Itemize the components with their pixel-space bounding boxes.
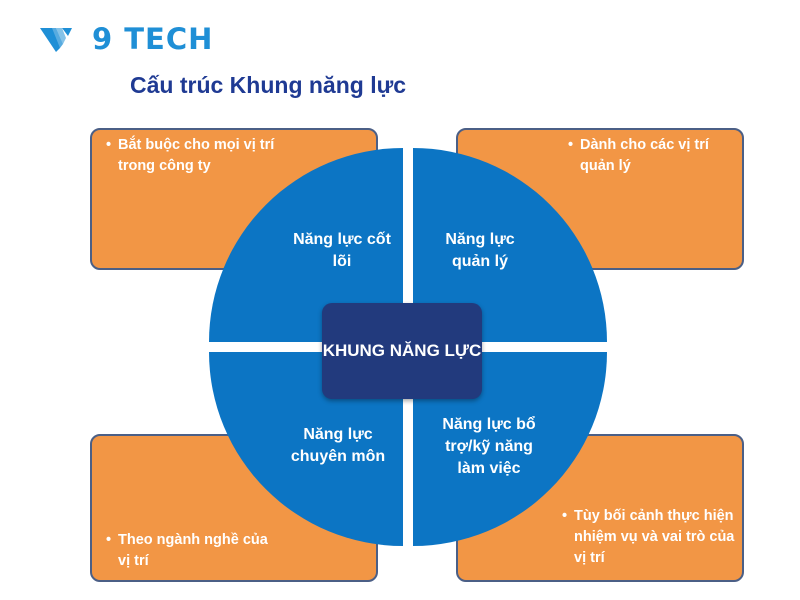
quadrant-label-supporting: Năng lực bổ trợ/kỹ năng làm việc	[442, 416, 536, 477]
quadrant-label-core: Năng lực cốt lõi	[293, 231, 391, 270]
logo: 9 TECH	[38, 22, 213, 56]
quadrant-label-management: Năng lực quản lý	[445, 231, 515, 270]
center-box: KHUNG NĂNG LỰC	[322, 303, 482, 399]
note-text-bottom-left: Theo ngành nghề của vị trí	[104, 530, 274, 572]
note-text-top-left: Bắt buộc cho mọi vị trí trong công ty	[104, 135, 289, 177]
note-item: Theo ngành nghề của vị trí	[106, 530, 274, 572]
quadrant-label-professional: Năng lực chuyên môn	[290, 426, 386, 465]
note-text-top-right: Dành cho các vị trí quản lý	[566, 135, 736, 177]
note-item: Tùy bối cảnh thực hiện nhiệm vụ và vai t…	[562, 506, 738, 569]
quadrant-bottom-right	[413, 352, 607, 546]
note-item: Dành cho các vị trí quản lý	[568, 135, 736, 177]
quadrant-top-left	[209, 148, 403, 342]
center-label: KHUNG NĂNG LỰC	[322, 341, 482, 360]
quadrant-top-right	[413, 148, 607, 342]
page-title: Cấu trúc Khung năng lực	[130, 72, 407, 98]
quadrant-bottom-left	[209, 352, 403, 546]
note-text-bottom-right: Tùy bối cảnh thực hiện nhiệm vụ và vai t…	[560, 506, 738, 569]
v-wing-icon	[40, 28, 72, 52]
note-item: Bắt buộc cho mọi vị trí trong công ty	[106, 135, 289, 177]
logo-text: 9 TECH	[92, 22, 214, 56]
